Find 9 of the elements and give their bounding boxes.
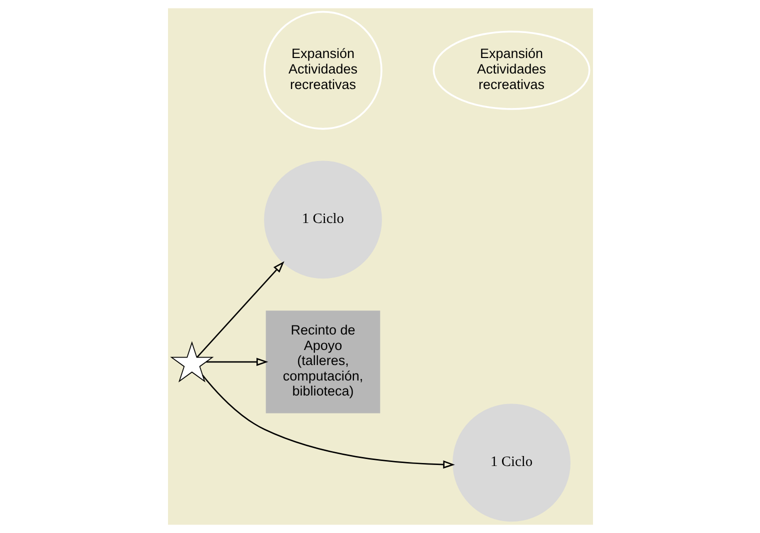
node-circle: 1 Ciclo [264, 160, 382, 279]
node-circle: Expansión Actividades recreativas [263, 10, 382, 130]
node-star [170, 341, 214, 382]
node-circle: 1 Ciclo [452, 404, 570, 522]
arrow [196, 261, 284, 358]
arrow [206, 358, 268, 366]
arrow [202, 374, 454, 469]
node-box: Recinto de Apoyo (talleres, computación, biblioteca) [265, 310, 380, 414]
node-ellipse: Expansión Actividades recreativas [432, 30, 590, 110]
